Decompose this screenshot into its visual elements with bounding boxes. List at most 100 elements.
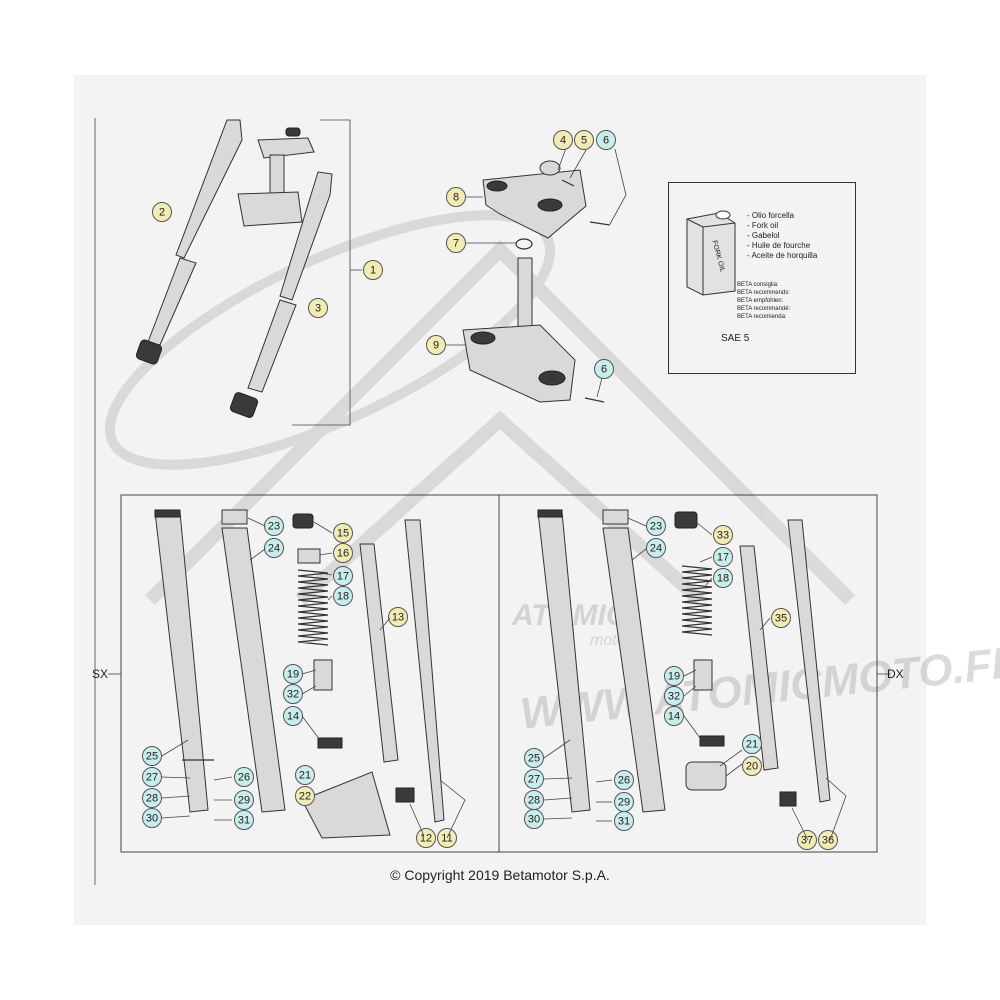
callout-number: 22 bbox=[299, 791, 311, 803]
callout-number: 31 bbox=[618, 816, 630, 828]
callout-23: 23 bbox=[646, 516, 666, 536]
callout-circle bbox=[446, 187, 466, 207]
fork-oil-info-box: FORK OIL - Olio forcella - Fork oil - Ga… bbox=[668, 182, 856, 374]
oil-recommendation-item: BETA empfohlen: bbox=[737, 298, 784, 304]
callout-circle bbox=[142, 746, 162, 766]
callout-number: 21 bbox=[746, 739, 758, 751]
callout-circle bbox=[234, 790, 254, 810]
callout-number: 18 bbox=[337, 591, 349, 603]
fork-leg-right-assembled bbox=[229, 171, 333, 418]
callout-number: 25 bbox=[528, 753, 540, 765]
callout-26: 26 bbox=[614, 770, 634, 790]
callout-number: 20 bbox=[746, 761, 758, 773]
callout-number: 6 bbox=[601, 364, 607, 376]
triple-clamp-assembled bbox=[237, 127, 315, 227]
callout-number: 29 bbox=[238, 795, 250, 807]
callout-28: 28 bbox=[142, 788, 162, 808]
callout-circle bbox=[797, 830, 817, 850]
callout-27: 27 bbox=[524, 769, 544, 789]
callout-circle bbox=[426, 335, 446, 355]
callout-32: 32 bbox=[664, 686, 684, 706]
stopper-right bbox=[699, 735, 725, 747]
callout-circle bbox=[524, 809, 544, 829]
inner-tube-right bbox=[602, 527, 666, 813]
callout-circle bbox=[742, 756, 762, 776]
outer-tube-left bbox=[154, 509, 214, 813]
callout-circle bbox=[713, 568, 733, 588]
callout-number: 1 bbox=[370, 265, 376, 277]
callout-circle bbox=[234, 810, 254, 830]
callout-25: 25 bbox=[524, 748, 544, 768]
callout-number: 19 bbox=[287, 669, 299, 681]
callout-circle bbox=[818, 830, 838, 850]
callout-number: 3 bbox=[315, 303, 321, 315]
callout-number: 14 bbox=[287, 711, 299, 723]
callout-number: 29 bbox=[618, 797, 630, 809]
leader-lines-upper bbox=[446, 147, 627, 398]
fork-assembly-bracket bbox=[94, 118, 362, 885]
copyright-notice: © Copyright 2019 Betamotor S.p.A. bbox=[390, 867, 610, 883]
callout-21: 21 bbox=[295, 765, 315, 785]
callout-circle bbox=[524, 769, 544, 789]
callout-number: 27 bbox=[146, 772, 158, 784]
callout-31: 31 bbox=[234, 810, 254, 830]
callout-number: 25 bbox=[146, 751, 158, 763]
callout-number: 32 bbox=[668, 691, 680, 703]
callout-28: 28 bbox=[524, 790, 544, 810]
oil-grade: SAE 5 bbox=[721, 333, 750, 344]
callout-29: 29 bbox=[234, 790, 254, 810]
callout-4: 4 bbox=[553, 130, 573, 150]
callout-number: 21 bbox=[299, 770, 311, 782]
callout-circle bbox=[524, 748, 544, 768]
bottom-clamp-stem bbox=[462, 257, 605, 403]
callout-number: 19 bbox=[668, 671, 680, 683]
cap-right bbox=[674, 511, 698, 529]
valve-right bbox=[779, 791, 797, 807]
callout-circle bbox=[333, 523, 353, 543]
callout-number: 14 bbox=[668, 711, 680, 723]
oil-recommendation-list: BETA consiglia: BETA recommends: BETA em… bbox=[737, 281, 790, 321]
oil-language-item: - Gabelol bbox=[747, 231, 780, 240]
callout-number: 28 bbox=[146, 793, 158, 805]
guide-bushing-right bbox=[602, 509, 629, 525]
callout-22: 22 bbox=[295, 786, 315, 806]
callout-circle bbox=[295, 765, 315, 785]
callout-circle bbox=[388, 607, 408, 627]
callout-6: 6 bbox=[594, 359, 614, 379]
callout-3: 3 bbox=[308, 298, 328, 318]
oil-recommendation-item: BETA recommends: bbox=[737, 290, 790, 296]
callout-circle bbox=[574, 130, 594, 150]
callout-6: 6 bbox=[596, 130, 616, 150]
callout-23: 23 bbox=[264, 516, 284, 536]
callout-number: 31 bbox=[238, 815, 250, 827]
foot-bracket-left bbox=[301, 771, 391, 839]
callout-18: 18 bbox=[713, 568, 733, 588]
callout-circle bbox=[594, 359, 614, 379]
callout-26: 26 bbox=[234, 767, 254, 787]
callout-circle bbox=[614, 770, 634, 790]
spacer-left bbox=[297, 548, 321, 564]
side-label-left: SX bbox=[92, 667, 109, 681]
callout-18: 18 bbox=[333, 586, 353, 606]
callout-number: 11 bbox=[441, 833, 452, 845]
cap-left bbox=[292, 513, 314, 529]
callout-number: 28 bbox=[528, 795, 540, 807]
callout-circle bbox=[664, 686, 684, 706]
callout-circle bbox=[446, 233, 466, 253]
oil-recommendation-item: BETA recomienda: bbox=[737, 314, 787, 320]
callout-number: 4 bbox=[560, 135, 566, 147]
callout-circle bbox=[664, 666, 684, 686]
callout-circle bbox=[295, 786, 315, 806]
clip-left bbox=[313, 659, 333, 691]
damper-rod-left bbox=[404, 519, 445, 823]
callout-circle bbox=[713, 547, 733, 567]
callout-8: 8 bbox=[446, 187, 466, 207]
callout-number: 16 bbox=[337, 548, 349, 560]
callout-number: 12 bbox=[420, 833, 432, 845]
callout-number: 6 bbox=[603, 135, 609, 147]
callout-number: 17 bbox=[717, 552, 729, 564]
callout-9: 9 bbox=[426, 335, 446, 355]
callout-circle bbox=[333, 543, 353, 563]
